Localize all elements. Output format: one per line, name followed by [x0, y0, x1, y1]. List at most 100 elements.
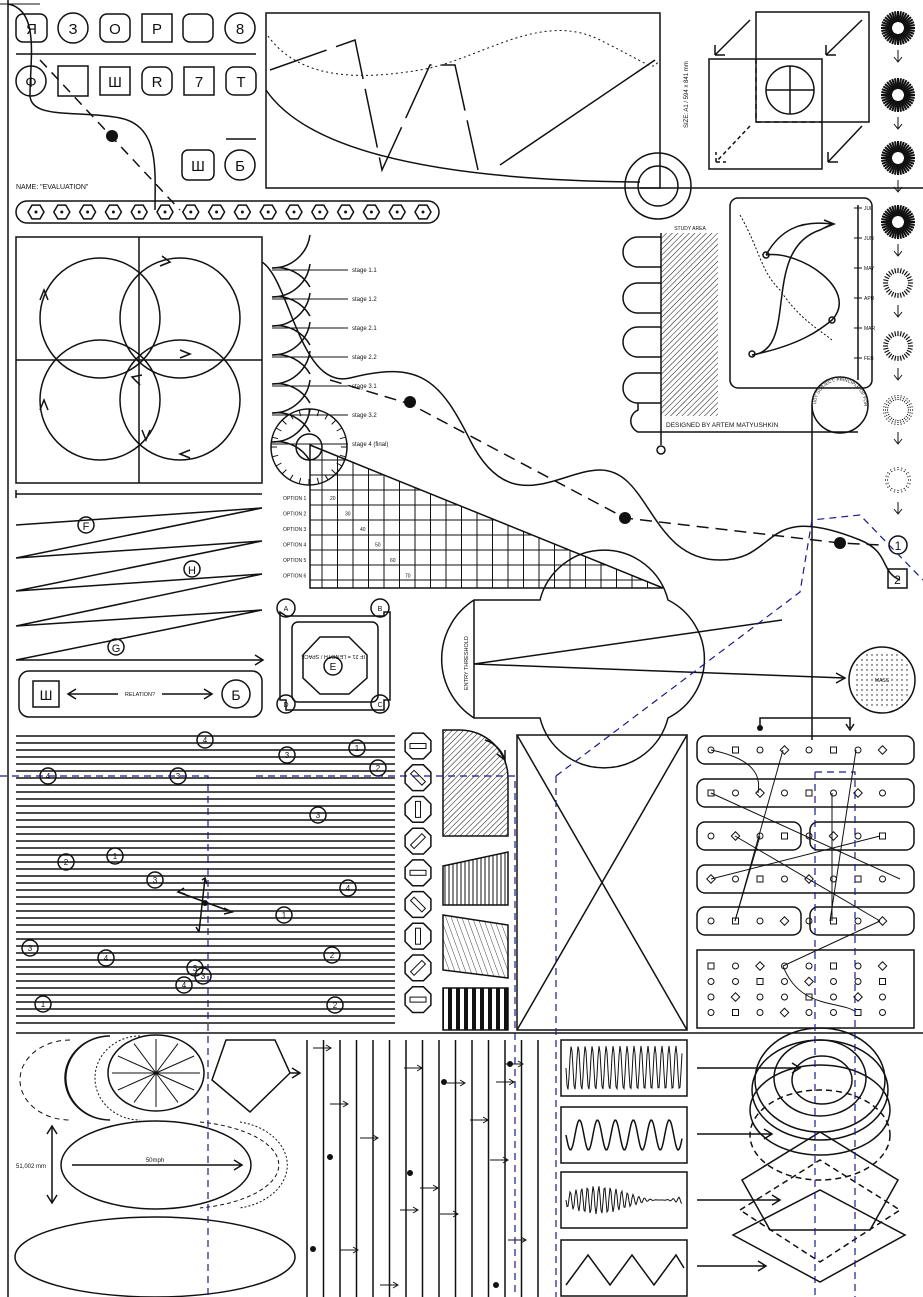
hex-dot: [396, 211, 399, 214]
mass-dot: [896, 669, 897, 670]
wave-line: [566, 1186, 682, 1214]
mass-dot: [871, 669, 872, 670]
hexagon-row: [16, 201, 439, 223]
mass-dot: [866, 699, 867, 700]
mass-dot: [891, 669, 892, 670]
diamond-node: [878, 962, 886, 970]
burst-ray: [908, 476, 911, 477]
burst-ray: [907, 287, 912, 289]
burst-ray: [890, 488, 892, 490]
dial-tick: [332, 420, 336, 424]
circle-node: [806, 1010, 812, 1016]
mass-dot: [886, 659, 887, 660]
matrix-link: [783, 966, 856, 1012]
mass-dot: [891, 659, 892, 660]
month-label: MAR: [864, 326, 876, 332]
glyph-tile-label: Ш: [108, 74, 122, 91]
hex-dot: [215, 211, 218, 214]
circle-node: [855, 963, 861, 969]
mass-dot: [871, 694, 872, 695]
x-box: [517, 735, 687, 1030]
mass-dot: [891, 704, 892, 705]
glyph-tile-grid: Я З О Р 8 Ф Ш R 7 Т Ш Б: [16, 13, 256, 180]
burst-ray: [886, 483, 889, 484]
option-value: 20: [330, 496, 336, 502]
mass-dot: [871, 679, 872, 680]
right-arrow-icon: [490, 1157, 508, 1163]
mass-dot: [886, 669, 887, 670]
mass-dot: [901, 664, 902, 665]
mass-dot: [861, 699, 862, 700]
circle-node: [757, 747, 763, 753]
burst-ray: [906, 401, 910, 404]
burst-ray: [889, 354, 892, 358]
bottom-ellipse: [15, 1217, 295, 1297]
mass-label: MASS: [875, 678, 890, 684]
dial-tick: [290, 475, 293, 480]
mass-dot: [906, 679, 907, 680]
study-area: STUDY AREA DESIGNED BY ARTEM MATYUSHKIN: [623, 226, 858, 454]
square-node: [855, 876, 861, 882]
mass-dot: [901, 659, 902, 660]
glyph-tile-label: З: [68, 21, 77, 38]
burst-ray: [892, 333, 894, 338]
corner-letter: A: [284, 606, 289, 613]
hex-dot: [344, 211, 347, 214]
option-value: 30: [345, 512, 351, 518]
burst-ray: [883, 280, 888, 281]
burst-ray: [885, 414, 890, 416]
circle-node: [733, 963, 739, 969]
designer-credit: DESIGNED BY ARTEM MATYUSHKIN: [666, 422, 779, 429]
slot-icon: [410, 997, 426, 1002]
option-value: 50: [375, 543, 381, 549]
matrix-link: [735, 750, 783, 921]
mass-dot: [861, 679, 862, 680]
hex-dot: [164, 211, 167, 214]
mass-dot: [876, 689, 877, 690]
burst-ray: [902, 333, 904, 338]
mass-dot: [886, 699, 887, 700]
glyph-tile-label: Б: [235, 158, 245, 175]
circle-node: [880, 994, 886, 1000]
circle-node: [806, 963, 812, 969]
hex-dot: [241, 211, 244, 214]
month-label: JUN: [864, 236, 874, 242]
mass-dot: [871, 664, 872, 665]
option-label: OPTION 1: [283, 496, 307, 502]
circle-node: [806, 918, 812, 924]
mass-dot: [861, 669, 862, 670]
mass-dot: [901, 679, 902, 680]
mass-dot: [861, 694, 862, 695]
mass-dot: [876, 654, 877, 655]
dial: [271, 409, 347, 485]
hex-dot: [86, 211, 89, 214]
mass-dot: [856, 679, 857, 680]
number-marker-label: 4: [346, 884, 351, 893]
mass-dot: [901, 669, 902, 670]
mass-dot: [896, 659, 897, 660]
option-label: OPTION 6: [283, 574, 307, 580]
mass-dot: [876, 684, 877, 685]
glyph-tile: [183, 14, 213, 42]
matrix-link: [830, 750, 856, 921]
diamond-node: [731, 993, 739, 1001]
mass-dot: [896, 694, 897, 695]
mass-dot: [896, 674, 897, 675]
burst-ray: [886, 476, 889, 477]
mass-dot: [871, 699, 872, 700]
matrix-row: [697, 907, 801, 935]
wave-boxes: [561, 1040, 800, 1296]
square-node: [831, 747, 837, 753]
cube-diagram: [709, 12, 869, 169]
hex-dot: [422, 211, 425, 214]
blue-guides: [0, 515, 923, 1297]
burst-ray: [886, 352, 890, 355]
square-node: [880, 833, 886, 839]
burst-ray: [889, 418, 892, 422]
mass-dot: [861, 689, 862, 690]
number-marker-label: 1: [355, 744, 360, 753]
down-arrow-icon: [894, 180, 902, 192]
burst-ray: [892, 355, 894, 360]
stage-stack: stage 1.1stage 1.2stage 2.1stage 2.2stag…: [272, 235, 388, 461]
mass-dot: [891, 689, 892, 690]
